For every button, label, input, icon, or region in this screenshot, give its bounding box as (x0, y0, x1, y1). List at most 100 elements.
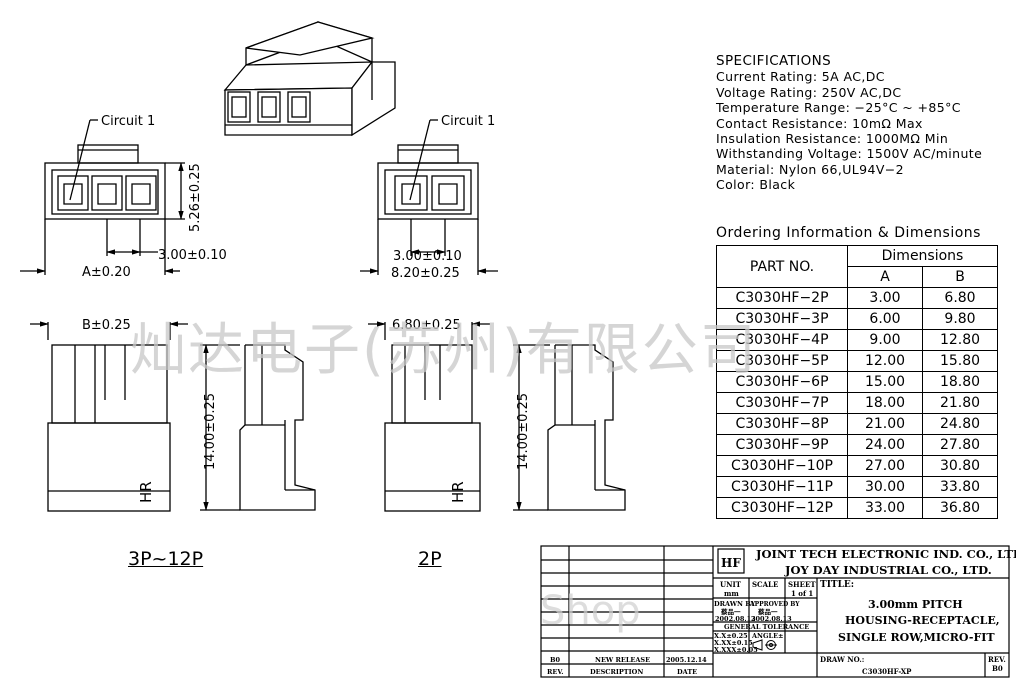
tb-rev-row-rev: B0 (550, 656, 560, 664)
tb-tol-2: X.XX±0.15 (714, 639, 753, 647)
dim-width-2p: 8.20±0.25 (391, 266, 460, 281)
tb-rev-row-date: 2005.12.14 (666, 656, 707, 664)
tb-drawn-date: 2002.08.13 (715, 615, 756, 623)
tb-title-line-2: HOUSING-RECEPTACLE, (845, 614, 1000, 627)
cell-a: 12.00 (847, 350, 923, 372)
cell-part: C3030HF−8P (716, 413, 848, 435)
tb-unit-value: mm (724, 589, 739, 598)
tb-logo: HF (721, 556, 741, 570)
tb-drawn-name: 蔡品一 (720, 607, 741, 616)
front-view-3p (20, 119, 185, 275)
front-elevation-3p (30, 321, 188, 512)
cell-b: 30.80 (922, 455, 998, 477)
tb-col-desc: DESCRIPTION (590, 668, 643, 676)
view-label-two: 2P (418, 548, 442, 570)
cell-b: 9.80 (922, 308, 998, 330)
cell-b: 27.80 (922, 434, 998, 456)
dim-a: A±0.20 (82, 265, 131, 280)
hr-mark-left: HR (137, 481, 155, 503)
cell-a: 9.00 (847, 329, 923, 351)
cell-b: 12.80 (922, 329, 998, 351)
watermark-small: Shop (540, 588, 641, 634)
front-elevation-2p (368, 321, 490, 512)
col-b: B (922, 266, 998, 288)
cell-part: C3030HF−6P (716, 371, 848, 393)
tb-title-label: TITLE: (820, 580, 854, 590)
cell-a: 6.00 (847, 308, 923, 330)
dim-pitch-left: 3.00±0.10 (158, 248, 227, 263)
callout-circuit-right: Circuit 1 (441, 114, 495, 129)
cell-b: 33.80 (922, 476, 998, 498)
dim-b: B±0.25 (82, 318, 131, 333)
cell-b: 24.80 (922, 413, 998, 435)
spec-line: Temperature Range: −25°C ~ +85°C (716, 100, 961, 116)
cell-a: 33.00 (847, 497, 923, 519)
cell-b: 36.80 (922, 497, 998, 519)
tb-title-line-3: SINGLE ROW,MICRO-FIT (838, 631, 995, 644)
tb-tol-1: X.X±0.25 (714, 632, 748, 640)
cell-b: 15.80 (922, 350, 998, 372)
projection-symbol-icon (752, 639, 777, 651)
tb-scale-label: SCALE (752, 580, 778, 589)
cell-b: 18.80 (922, 371, 998, 393)
dim-pitch-right: 3.00±0.10 (393, 249, 462, 264)
view-label-multi: 3P~12P (128, 548, 204, 570)
tb-company-1: JOINT TECH ELECTRONIC IND. CO., LTD. (755, 547, 1016, 561)
title-block-frame (540, 545, 1010, 678)
cell-a: 3.00 (847, 287, 923, 309)
col-a: A (847, 266, 923, 288)
isometric-view (223, 21, 396, 137)
dim-h-left: 14.00±0.25 (203, 393, 218, 470)
tb-drw-no: C3030HF-XP (862, 667, 912, 676)
tb-col-rev: REV. (547, 668, 564, 676)
tb-approved-by: APPROVED BY (749, 601, 800, 608)
tb-sheet-value: 1 of 1 (791, 589, 813, 598)
dim-680: 6.80±0.25 (392, 318, 461, 333)
tb-col-date: DATE (677, 668, 697, 676)
cell-b: 6.80 (922, 287, 998, 309)
cell-part: C3030HF−9P (716, 434, 848, 456)
cell-a: 15.00 (847, 371, 923, 393)
tb-company-2: JOY DAY INDUSTRIAL CO., LTD. (784, 563, 992, 577)
specifications-block: SPECIFICATIONS Current Rating: 5A AC,DC … (716, 53, 983, 193)
cell-a: 30.00 (847, 476, 923, 498)
tb-rev-row-desc: NEW RELEASE (595, 656, 650, 664)
spec-line: Contact Resistance: 10mΩ Max (716, 115, 923, 131)
front-view-2p (360, 119, 498, 275)
tb-rev-value: B0 (992, 664, 1003, 673)
hr-mark-right: HR (449, 481, 467, 503)
spec-line: Current Rating: 5A AC,DC (716, 69, 885, 85)
spec-line: Withstanding Voltage: 1500V AC/minute (716, 146, 983, 162)
cell-b: 21.80 (922, 392, 998, 414)
tb-rev-label: REV. (988, 655, 1006, 664)
cell-part: C3030HF−12P (716, 497, 848, 519)
cell-a: 21.00 (847, 413, 923, 435)
spec-heading: SPECIFICATIONS (716, 53, 832, 69)
cell-part: C3030HF−7P (716, 392, 848, 414)
tb-title-line-1: 3.00mm PITCH (868, 598, 963, 611)
tb-approved-date: 2002.08.13 (751, 615, 792, 623)
ordering-title: Ordering Information & Dimensions (716, 225, 981, 241)
tb-sheet-label: SHEET (788, 580, 816, 589)
dim-height: 5.26±0.25 (188, 163, 203, 232)
dim-h-right: 14.00±0.25 (516, 393, 531, 470)
cell-part: C3030HF−10P (716, 455, 848, 477)
col-dimensions: Dimensions (847, 245, 998, 267)
side-profile-2p (513, 344, 626, 511)
spec-line: Voltage Rating: 250V AC,DC (716, 84, 902, 100)
tb-unit-label: UNIT (720, 580, 742, 589)
cell-part: C3030HF−11P (716, 476, 848, 498)
cell-a: 27.00 (847, 455, 923, 477)
